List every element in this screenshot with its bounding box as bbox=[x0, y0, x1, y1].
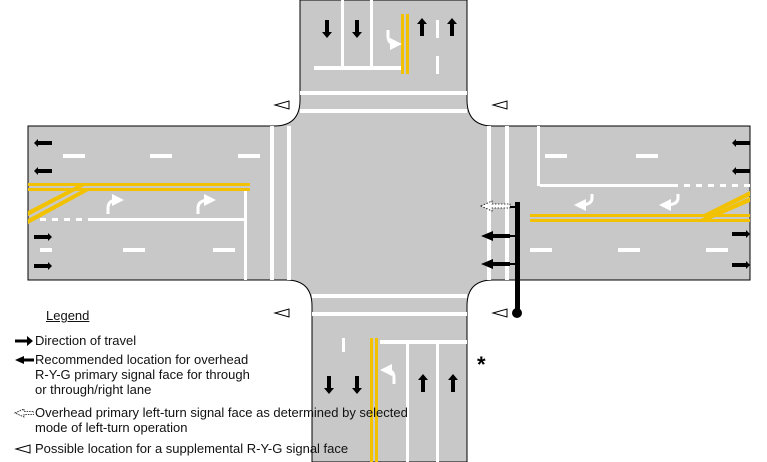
left-turn-signal-arrow-icon bbox=[14, 408, 34, 418]
road-pavement bbox=[27, 0, 751, 462]
legend-text: Direction of travel bbox=[35, 333, 137, 348]
direction-arrow-icon bbox=[15, 336, 33, 346]
legend-text: Recommended location for overhead R-Y-G … bbox=[35, 352, 250, 397]
legend-text: Possible location for a supplemental R-Y… bbox=[35, 441, 349, 456]
legend-text: Overhead primary left-turn signal face a… bbox=[35, 405, 408, 435]
supplemental-signal-triangle-icon bbox=[491, 308, 508, 318]
left-turn-signal-face-icon bbox=[480, 200, 511, 212]
supplemental-signal-triangle-icon bbox=[273, 100, 290, 110]
supplemental-signal-triangle-icon bbox=[273, 308, 290, 318]
overhead-signal-arrow-icon bbox=[15, 356, 34, 364]
supplemental-signal-triangle-icon bbox=[491, 100, 508, 110]
supplemental-signal-triangle-icon bbox=[14, 444, 31, 454]
legend-title: Legend bbox=[46, 308, 90, 323]
overhead-signal-face-icon bbox=[481, 231, 510, 241]
north-approach bbox=[300, 0, 467, 113]
footnote-marker: * bbox=[477, 352, 486, 377]
overhead-signal-face-icon bbox=[481, 259, 510, 269]
west-approach bbox=[28, 126, 291, 280]
south-approach bbox=[312, 294, 467, 462]
